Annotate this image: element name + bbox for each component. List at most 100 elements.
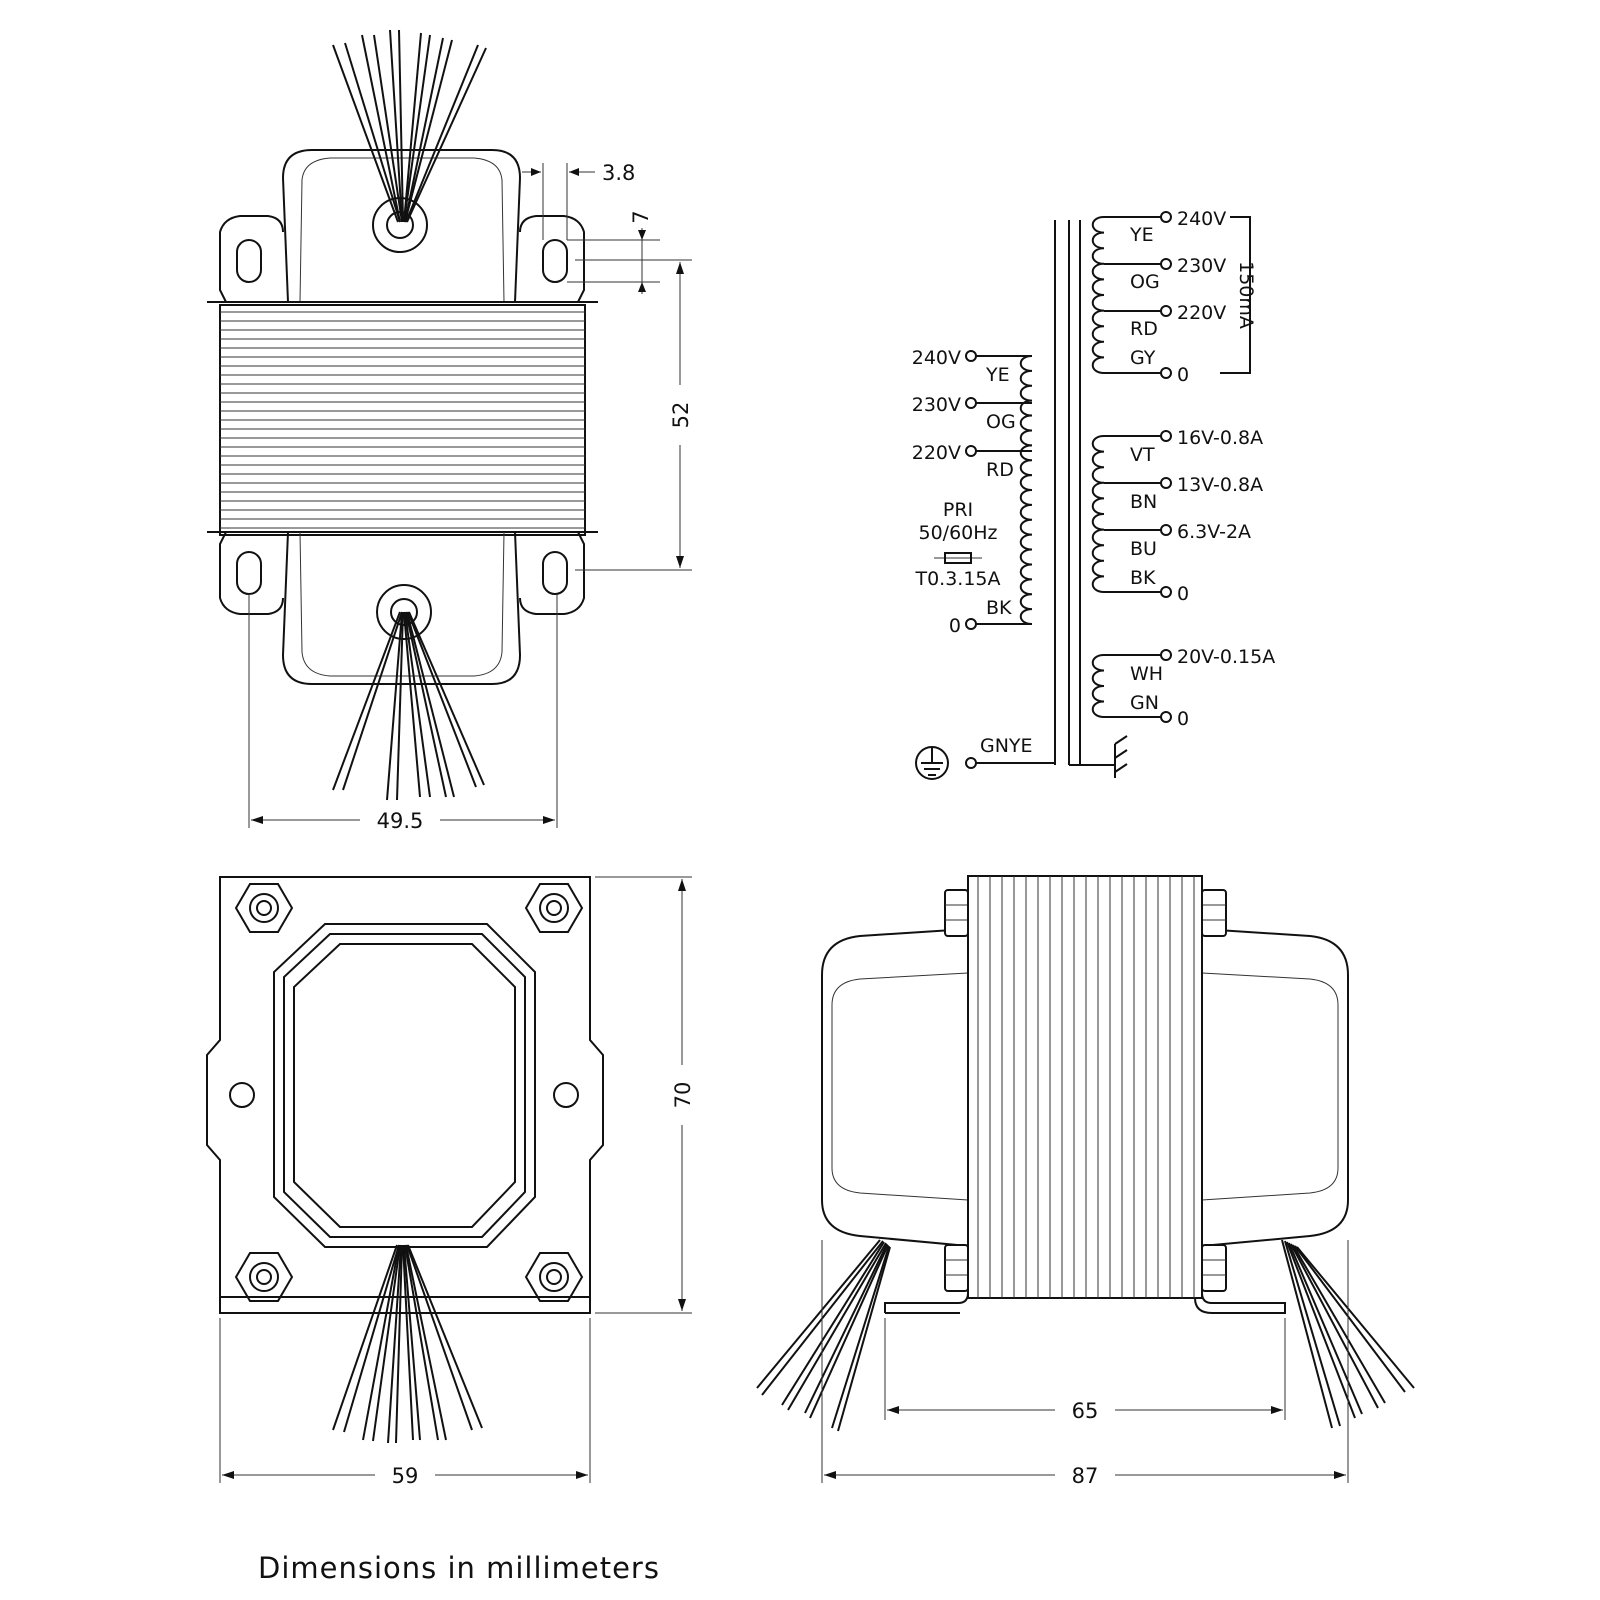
front-view-nut — [524, 883, 584, 933]
top-view-lower-bell — [281, 531, 522, 685]
side-view: 65 87 — [756, 875, 1415, 1488]
side-view-nut — [1201, 1244, 1227, 1292]
secondary3-tap-voltage: 20V-0.15A — [1177, 646, 1275, 668]
secondary2-tap-color: BU — [1130, 538, 1157, 560]
top-view-slot — [236, 551, 262, 595]
top-view-ear-right — [519, 215, 585, 303]
dimension-top-width-label: 49.5 — [377, 809, 424, 833]
front-view-bell-inner — [293, 943, 516, 1228]
primary-label: PRI — [943, 499, 973, 521]
side-view-foot — [884, 1292, 1286, 1314]
secondary2-terminal-13v[interactable] — [1160, 477, 1172, 489]
top-view-slot — [236, 239, 262, 283]
primary-tap-color: BK — [986, 597, 1012, 619]
fuse-symbol — [934, 552, 982, 564]
fuse-rating: T0.3.15A — [914, 568, 1000, 590]
front-view-nut — [234, 883, 294, 933]
front-view-hole — [229, 1082, 255, 1108]
front-view-nut — [524, 1252, 584, 1302]
primary-tap-color: RD — [986, 459, 1014, 481]
primary-tap-voltage: 0 — [949, 615, 961, 637]
primary-frequency: 50/60Hz — [918, 522, 997, 544]
top-view-slot — [542, 551, 568, 595]
dimension-top-height-label: 52 — [669, 402, 693, 429]
top-view: 49.5 52 3.8 7 — [207, 29, 693, 833]
primary-winding: 240V 230V 220V 0 YE OG RD BK PRI 50/60Hz… — [912, 347, 1033, 637]
secondary2-tap-voltage: 0 — [1177, 583, 1189, 605]
secondary1-terminal-220[interactable] — [1160, 305, 1172, 317]
secondary2-terminal-6v3[interactable] — [1160, 524, 1172, 536]
top-view-wire-bundle — [332, 611, 485, 801]
ground-icon — [915, 746, 949, 780]
dimension-front-height-label: 70 — [671, 1082, 695, 1109]
dimension-top-width: 49.5 — [248, 594, 558, 833]
secondary3-terminal-0[interactable] — [1160, 711, 1172, 723]
units-caption: Dimensions in millimeters — [258, 1551, 660, 1585]
front-view-bell-outer — [273, 923, 536, 1248]
dimension-top-height: 52 — [575, 259, 693, 571]
secondary2-terminal-16v[interactable] — [1160, 430, 1172, 442]
primary-tap-voltage: 220V — [912, 442, 961, 464]
dimension-front-width: 59 — [219, 1318, 591, 1488]
secondary1-tap-color: YE — [1129, 224, 1154, 246]
primary-terminal-220[interactable] — [965, 445, 977, 457]
dimension-side-mount-label: 65 — [1072, 1399, 1099, 1423]
side-view-nut — [944, 1244, 969, 1292]
secondary2-tap-voltage: 16V-0.8A — [1177, 427, 1263, 449]
secondary3-tap-color: GN — [1130, 692, 1159, 714]
side-view-nut — [1201, 889, 1227, 937]
dimension-slot-offset: 3.8 — [522, 161, 635, 240]
primary-terminal-240[interactable] — [965, 350, 977, 362]
primary-tap-voltage: 240V — [912, 347, 961, 369]
top-view-ear-left — [219, 215, 284, 303]
secondary2-tap-voltage: 6.3V-2A — [1177, 521, 1251, 543]
dimension-slot-length: 7 — [567, 210, 660, 294]
top-view-slot — [542, 239, 568, 283]
dimension-side-width: 87 — [821, 1240, 1349, 1488]
secondary1-tap-voltage: 230V — [1177, 255, 1226, 277]
secondary-winding-2: 16V-0.8A 13V-0.8A 6.3V-2A 0 VT BN BU BK — [1091, 427, 1263, 605]
side-view-wire-bundle-left — [756, 1239, 891, 1432]
ground-color: GNYE — [980, 735, 1033, 757]
side-view-nut — [944, 889, 969, 937]
dimension-slot-length-label: 7 — [629, 210, 653, 223]
secondary1-tap-voltage: 220V — [1177, 302, 1226, 324]
secondary1-tap-voltage: 240V — [1177, 208, 1226, 230]
primary-tap-color: YE — [985, 364, 1010, 386]
secondary-winding-1: 240V 230V 220V 0 YE OG RD GY 150mA — [1091, 208, 1257, 386]
dimension-slot-offset-label: 3.8 — [602, 161, 635, 185]
secondary2-tap-voltage: 13V-0.8A — [1177, 474, 1263, 496]
secondary3-terminal-20v[interactable] — [1160, 649, 1172, 661]
primary-tap-voltage: 230V — [912, 394, 961, 416]
top-view-grommet — [376, 584, 432, 640]
secondary1-tap-color: RD — [1130, 318, 1158, 340]
front-view-nut — [234, 1252, 294, 1302]
front-view: 59 70 — [206, 876, 695, 1488]
secondary2-tap-color: BN — [1130, 491, 1157, 513]
side-view-core — [967, 875, 1203, 1299]
front-view-hole — [553, 1082, 579, 1108]
side-view-bell-left — [821, 928, 969, 1247]
dimension-side-width-label: 87 — [1072, 1464, 1099, 1488]
dimension-side-mount: 65 — [884, 1318, 1286, 1423]
wiring-schematic: 240V 230V 220V 0 YE OG RD BK PRI 50/60Hz… — [912, 208, 1275, 780]
secondary1-tap-color: GY — [1130, 347, 1156, 369]
primary-tap-color: OG — [986, 411, 1016, 433]
ground-terminal[interactable] — [965, 757, 977, 769]
dimension-front-width-label: 59 — [392, 1464, 419, 1488]
secondary2-tap-color: VT — [1130, 444, 1155, 466]
secondary1-terminal-230[interactable] — [1160, 258, 1172, 270]
secondary3-tap-color: WH — [1130, 663, 1163, 685]
primary-terminal-0[interactable] — [965, 618, 977, 630]
secondary2-terminal-0[interactable] — [1160, 586, 1172, 598]
front-view-plate — [206, 876, 604, 1314]
secondary1-terminal-240[interactable] — [1160, 211, 1172, 223]
dimension-front-height: 70 — [595, 876, 695, 1314]
primary-terminal-230[interactable] — [965, 397, 977, 409]
secondary1-tap-color: OG — [1130, 271, 1160, 293]
secondary-winding-3: 20V-0.15A 0 WH GN — [1091, 646, 1275, 730]
secondary1-terminal-0[interactable] — [1160, 367, 1172, 379]
top-view-wire-bundle — [332, 29, 487, 223]
secondary3-tap-voltage: 0 — [1177, 708, 1189, 730]
